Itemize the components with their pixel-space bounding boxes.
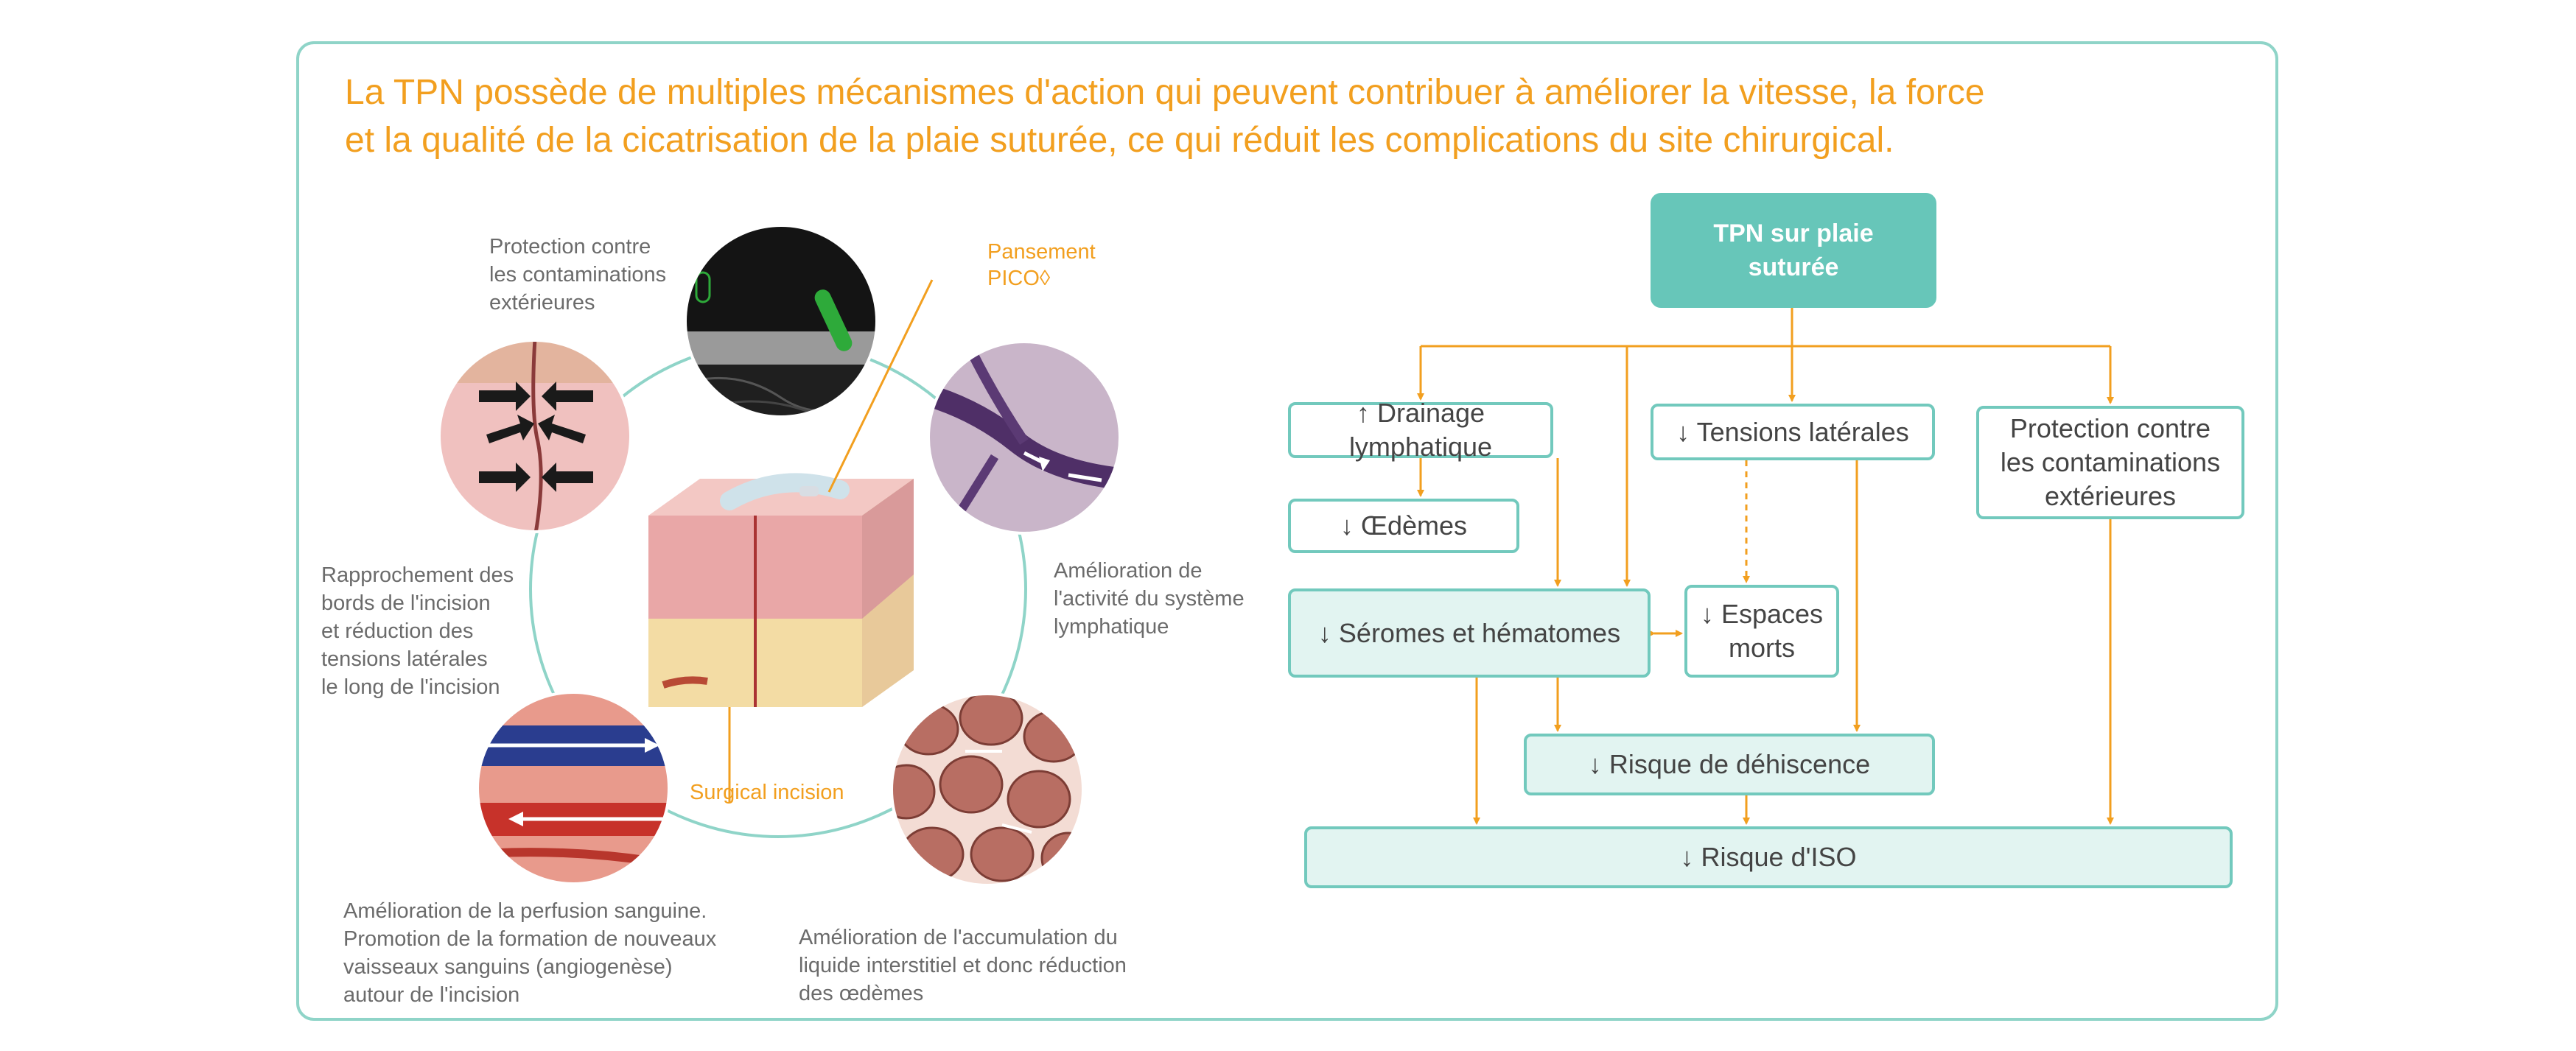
flow-dehiscence-box: ↓ Risque de déhiscence [1524,734,1935,795]
label-rapprochement: Rapprochement des bords de l'incision et… [321,563,514,699]
blood-perfusion-image [477,692,669,884]
skin-block-image [648,473,914,707]
interstitial-fluid-image [892,694,1083,885]
label-protection: Protection contre les contaminations ext… [489,235,667,314]
flow-iso-box: ↓ Risque d'ISO [1304,826,2233,888]
flow-tensions-box: ↓ Tensions latérales [1651,404,1935,460]
content-frame [296,41,2278,1021]
intro-line-1: La TPN possède de multiples mécanismes d… [345,73,1985,112]
flow-drainage-box: ↑ Drainage lymphatique [1288,398,1553,462]
label-surgical-incision: Surgical incision [690,781,844,804]
lymphatic-system-image [928,342,1120,533]
label-lymphatic: Amélioration de l'activité du système ly… [1054,559,1245,639]
label-pansement: Pansement PICO◊ [987,240,1096,290]
pansement-leader-line [827,279,934,493]
intro-line-2: et la qualité de la cicatrisation de la … [345,121,1894,160]
label-perfusion: Amélioration de la perfusion sanguine. P… [343,899,717,1007]
flow-seromes-box: ↓ Séromes et hématomes [1288,588,1651,678]
label-interstitiel: Amélioration de l'accumulation du liquid… [799,926,1127,1005]
flow-oedemes-box: ↓ Œdèmes [1288,499,1519,553]
